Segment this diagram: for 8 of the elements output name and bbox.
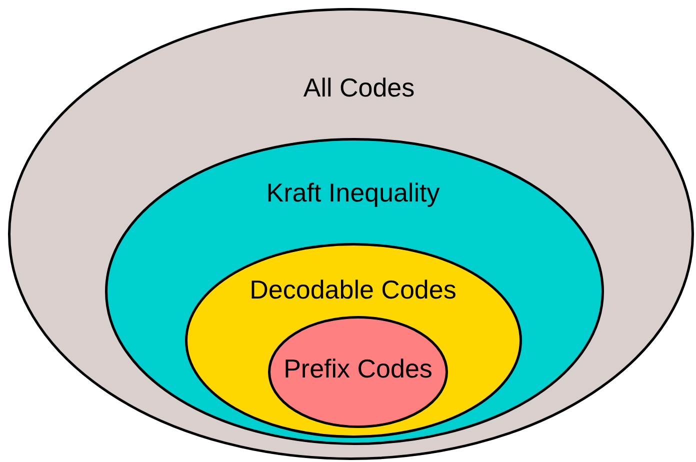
set-label: Decodable Codes (250, 276, 456, 304)
set-ellipse (8, 8, 694, 460)
set-label: All Codes (303, 74, 415, 102)
set-label: Prefix Codes (284, 354, 432, 384)
set-ellipse (185, 243, 522, 438)
set-label: Kraft Inequality (266, 178, 440, 208)
set-ellipse (268, 316, 448, 428)
set-ellipse (105, 138, 604, 445)
